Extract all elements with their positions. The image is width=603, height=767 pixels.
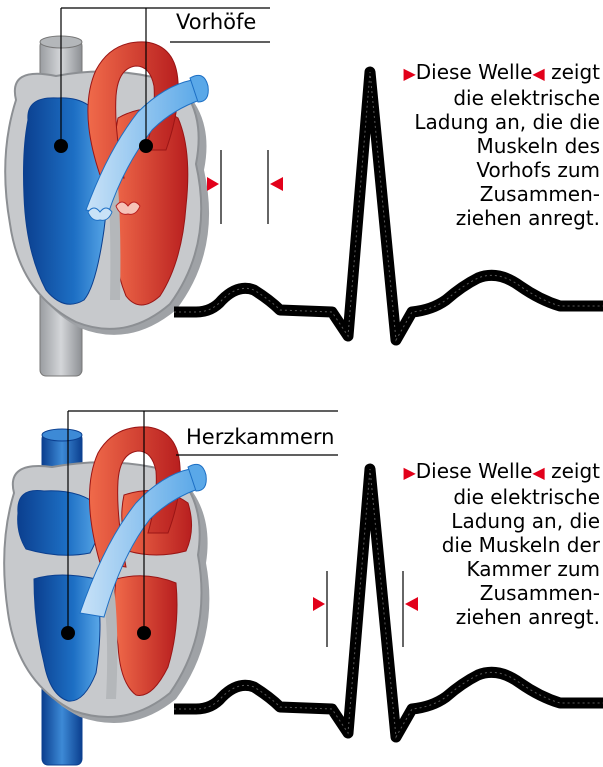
desc-line: Vorhofs zum: [364, 158, 600, 182]
desc-line: Ladung an, die die: [364, 110, 600, 134]
marker-dot-right-atrium: [54, 139, 68, 153]
bracket-arrow-right-icon: [313, 597, 325, 611]
desc-line: Ladung an, die: [364, 509, 600, 533]
desc-line: ziehen anregt.: [364, 605, 600, 629]
marker-dot-right-ventricle: [61, 626, 75, 640]
desc-post: zeigt: [551, 459, 600, 483]
desc-line: die Muskeln der: [364, 533, 600, 557]
right-atrium: [18, 490, 101, 555]
desc-line: die elektrische: [364, 86, 600, 110]
desc-pre: Diese Welle: [416, 60, 533, 84]
ventricles-label: Herzkammern: [186, 427, 334, 448]
arrow-left-icon: ◀: [532, 463, 544, 482]
desc-line: die elektrische: [364, 485, 600, 509]
arrow-right-icon: ▶: [403, 463, 415, 482]
atria-panel: Vorhöfe ▶Diese Welle◀ zeigt die elektris…: [0, 0, 603, 383]
atria-label: Vorhöfe: [176, 12, 256, 33]
desc-post: zeigt: [551, 60, 600, 84]
desc-pre: Diese Welle: [416, 459, 533, 483]
desc-line: ziehen anregt.: [364, 206, 600, 230]
marker-dot-left-atrium: [139, 139, 153, 153]
desc-line: Kammer zum: [364, 557, 600, 581]
desc-line: Zusammen-: [364, 581, 600, 605]
arrow-right-icon: ▶: [403, 64, 415, 83]
arrow-left-icon: ◀: [532, 64, 544, 83]
ventricles-panel: Herzkammern ▶Diese Welle◀ zeigt die elek…: [0, 383, 603, 767]
atria-wave-description: ▶Diese Welle◀ zeigt die elektrische Ladu…: [364, 60, 600, 230]
ventricles-wave-description: ▶Diese Welle◀ zeigt die elektrische Ladu…: [364, 459, 600, 629]
marker-dot-left-ventricle: [137, 626, 151, 640]
bracket-arrow-left-icon: [270, 177, 283, 191]
bracket-arrow-right-icon: [207, 177, 219, 191]
desc-line: Zusammen-: [364, 182, 600, 206]
desc-line: Muskeln des: [364, 134, 600, 158]
